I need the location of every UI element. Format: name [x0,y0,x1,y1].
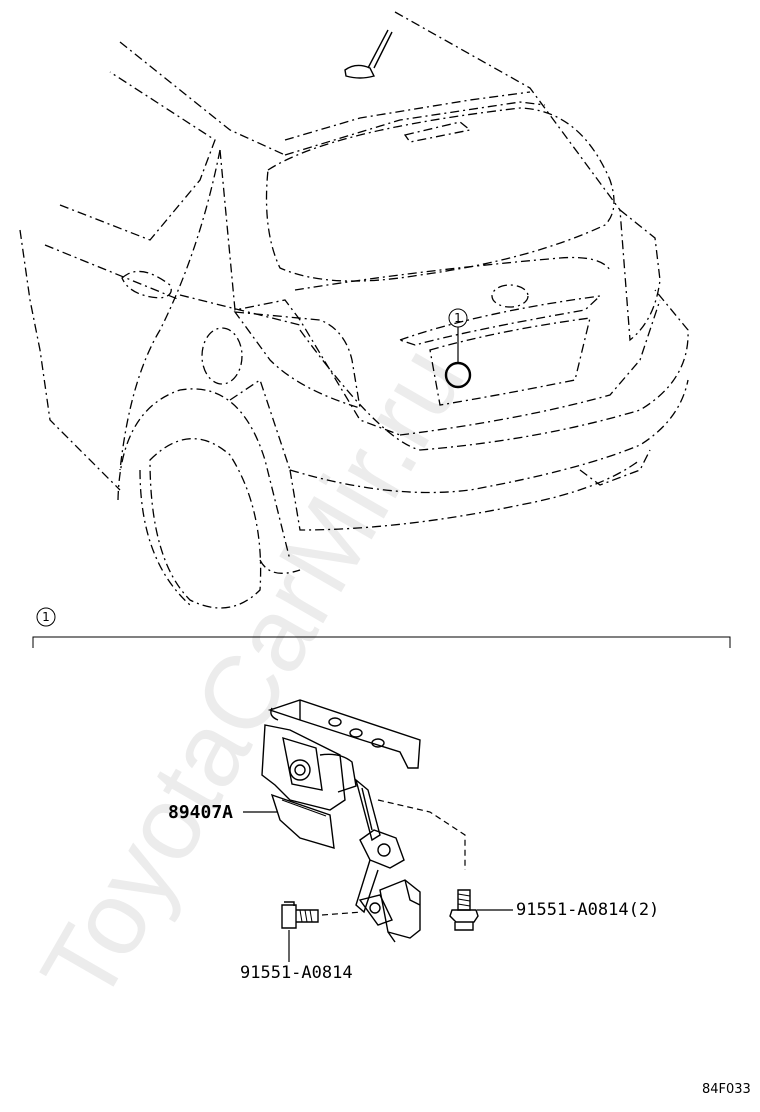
watermark: ToyotaCarMir.ru [19,328,486,1022]
sensor-location-marker [444,361,472,389]
vehicle-callout-number: 1 [454,311,462,325]
section-marker: 1 [32,607,731,648]
vehicle-rear-view: 1 [19,11,689,609]
sensor-part-number: 89407A [168,802,233,823]
bolt-left-part-number: 91551-A0814 [240,963,353,983]
bolt-right-part-number: 91551-A0814(2) [516,900,659,920]
section-marker-number: 1 [42,610,50,624]
diagram-code: 84F033 [702,1082,751,1097]
height-sensor-assembly [243,699,513,962]
